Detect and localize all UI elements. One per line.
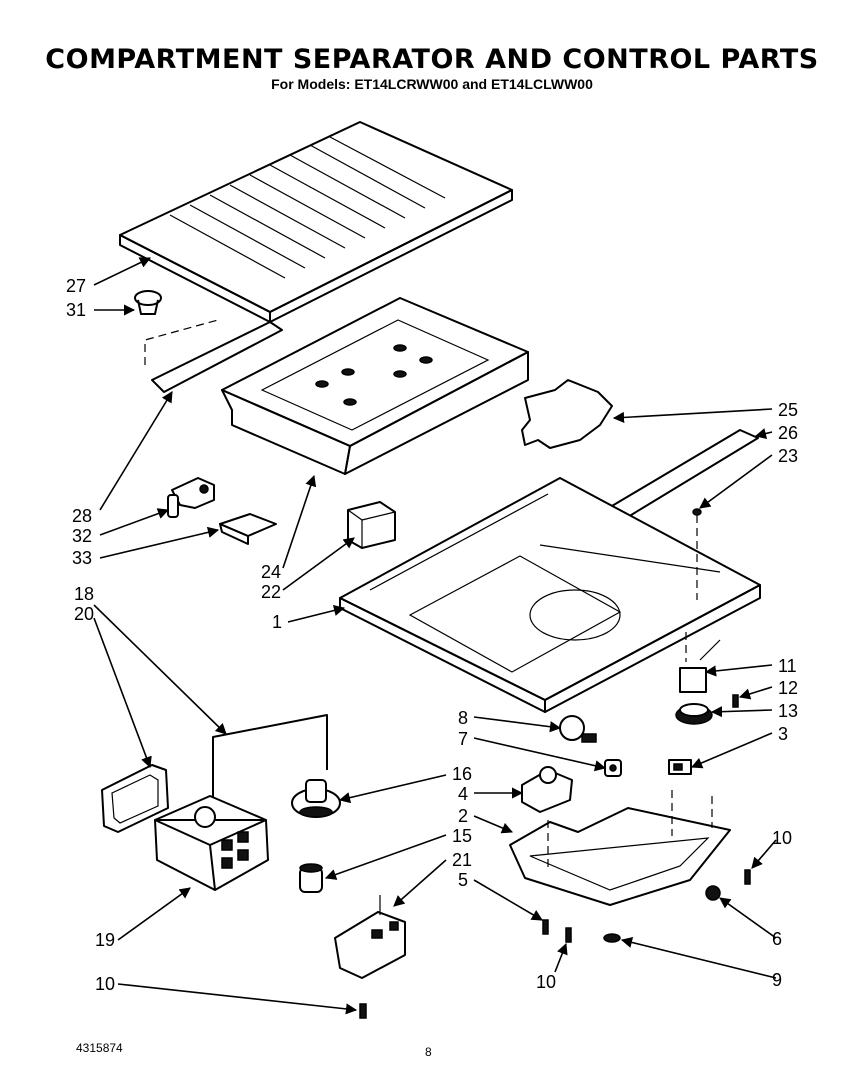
part-24-housing xyxy=(221,297,529,475)
part-21-bracket xyxy=(334,895,406,979)
callout-20: 20 xyxy=(74,604,94,624)
part-8-lamp xyxy=(559,715,597,743)
part-10-screw-right xyxy=(744,869,751,885)
callout-3: 3 xyxy=(778,724,788,744)
part-10-screw-bottom xyxy=(359,1003,367,1019)
callout-1: 1 xyxy=(272,612,282,632)
part-23-screw xyxy=(692,508,702,600)
part-33-bracket xyxy=(219,513,277,545)
callout-28: 28 xyxy=(72,506,92,526)
callout-8: 8 xyxy=(458,708,468,728)
callout-26: 26 xyxy=(778,423,798,443)
part-28-channel xyxy=(144,319,283,393)
leader-lines xyxy=(93,257,777,1015)
callout-16: 16 xyxy=(452,764,472,784)
part-15-button xyxy=(299,863,323,893)
callout-13: 13 xyxy=(778,701,798,721)
callout-24: 24 xyxy=(261,562,281,582)
callout-4: 4 xyxy=(458,784,468,804)
part-27-shelf-cover xyxy=(119,121,513,323)
part-3-connector xyxy=(668,759,692,775)
footer-page-number: 8 xyxy=(425,1045,432,1059)
callout-22: 22 xyxy=(261,582,281,602)
part-2-control-housing xyxy=(509,790,731,906)
callout-23: 23 xyxy=(778,446,798,466)
part-22-foam-block xyxy=(347,501,396,549)
callout-27: 27 xyxy=(66,276,86,296)
callout-12: 12 xyxy=(778,678,798,698)
part-16-dial xyxy=(291,779,341,818)
callout-7: 7 xyxy=(458,729,468,749)
part-12-screw xyxy=(732,694,739,708)
callout-6: 6 xyxy=(772,929,782,949)
callout-10-bottom-left: 10 xyxy=(95,974,115,994)
callout-15: 15 xyxy=(452,826,472,846)
diagram-subtitle: For Models: ET14LCRWW00 and ET14LCLWW00 xyxy=(271,76,593,92)
callout-25: 25 xyxy=(778,400,798,420)
part-20-gasket xyxy=(101,764,169,833)
part-4-thermostat xyxy=(521,766,573,813)
part-19-control-block xyxy=(154,795,269,891)
part-18-wire xyxy=(212,714,328,800)
callout-18: 18 xyxy=(74,584,94,604)
callout-10-right: 10 xyxy=(772,828,792,848)
callout-32: 32 xyxy=(72,526,92,546)
part-1-separator-pan xyxy=(339,477,761,713)
callout-5: 5 xyxy=(458,870,468,890)
part-25-baffle xyxy=(521,379,613,449)
callout-11: 11 xyxy=(778,656,797,676)
callout-21: 21 xyxy=(452,850,472,870)
part-13-knob xyxy=(675,703,713,725)
part-9-washer xyxy=(603,933,621,943)
callout-9: 9 xyxy=(772,970,782,990)
callout-19: 19 xyxy=(95,930,115,950)
callout-2: 2 xyxy=(458,806,468,826)
part-7-socket xyxy=(604,759,622,777)
diagram-title: COMPARTMENT SEPARATOR AND CONTROL PARTS xyxy=(45,44,819,75)
part-10-screw-center xyxy=(565,927,572,943)
part-32-clip xyxy=(167,477,215,518)
part-5-screw xyxy=(542,919,549,935)
part-31-grommet xyxy=(134,290,162,315)
callout-labels: 27 31 28 32 33 24 22 18 20 19 10 16 15 2… xyxy=(66,276,798,994)
footer-part-number: 4315874 xyxy=(76,1041,123,1055)
callout-31: 31 xyxy=(66,300,86,320)
part-6-clip xyxy=(705,885,721,901)
callout-33: 33 xyxy=(72,548,92,568)
part-11-switch xyxy=(679,632,721,693)
callout-10-center: 10 xyxy=(536,972,556,992)
